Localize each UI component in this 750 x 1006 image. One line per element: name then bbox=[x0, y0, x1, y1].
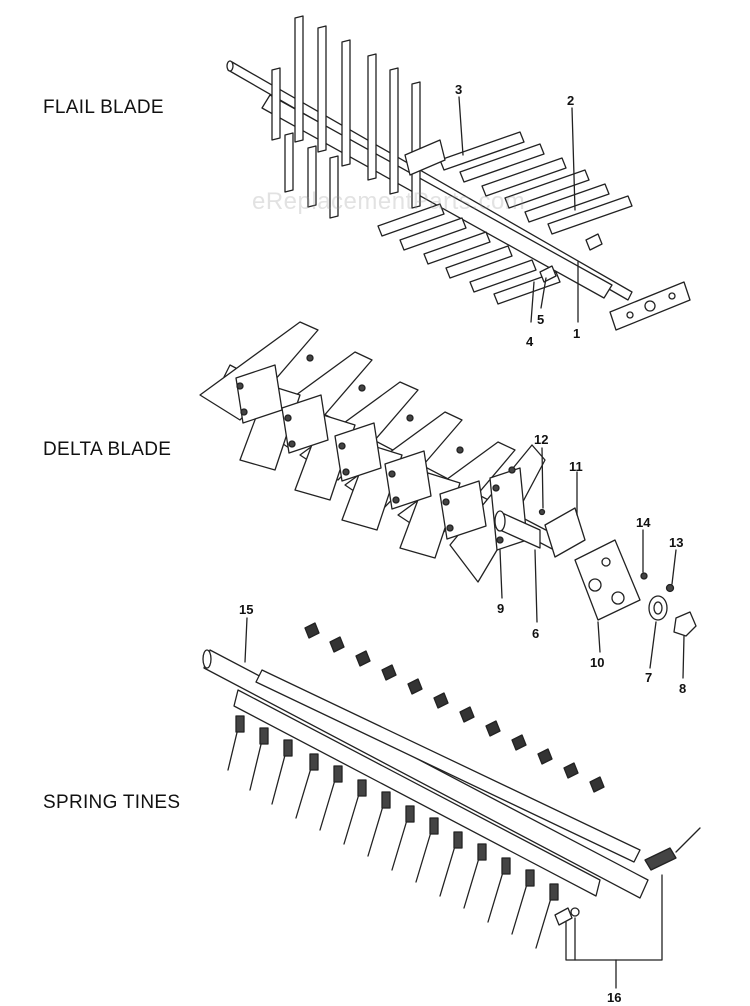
callout-14: 14 bbox=[636, 515, 651, 530]
callout-13: 13 bbox=[669, 535, 684, 550]
section-label-spring-tines: SPRING TINES bbox=[43, 792, 181, 813]
callout-5: 5 bbox=[537, 312, 545, 327]
watermark-text: eReplacementParts.com bbox=[252, 188, 526, 215]
callout-11: 11 bbox=[569, 459, 583, 474]
flail-blades bbox=[271, 15, 633, 305]
delta-end-plate bbox=[574, 539, 641, 621]
tines-bar bbox=[233, 689, 601, 897]
delta-nut bbox=[673, 611, 697, 637]
delta-small-plate bbox=[544, 507, 586, 558]
callout-1: 1 bbox=[573, 326, 581, 341]
callout-7: 7 bbox=[645, 670, 653, 685]
delta-bolts bbox=[236, 354, 516, 544]
flail-pin bbox=[539, 265, 557, 283]
spring-tines-assembly bbox=[202, 617, 701, 989]
tines-top-rod bbox=[255, 669, 641, 863]
section-label-flail-blade: FLAIL BLADE bbox=[43, 97, 164, 118]
delta-blade-assembly bbox=[199, 321, 697, 679]
tines-loose-spring bbox=[644, 847, 677, 871]
callout-16: 16 bbox=[607, 990, 622, 1005]
flail-bracket bbox=[404, 139, 446, 176]
callout-8: 8 bbox=[679, 681, 687, 696]
callout-2: 2 bbox=[567, 93, 575, 108]
callout-12: 12 bbox=[534, 432, 549, 447]
callout-9: 9 bbox=[497, 601, 505, 616]
flail-blade-assembly bbox=[226, 15, 691, 331]
callout-15: 15 bbox=[239, 602, 254, 617]
tines-coils bbox=[235, 715, 559, 901]
callout-3: 3 bbox=[455, 82, 463, 97]
tines-springs-upper bbox=[304, 622, 605, 793]
callout-10: 10 bbox=[590, 655, 605, 670]
callout-4: 4 bbox=[526, 334, 534, 349]
section-label-delta-blade: DELTA BLADE bbox=[43, 439, 172, 460]
callout-6: 6 bbox=[532, 626, 540, 641]
